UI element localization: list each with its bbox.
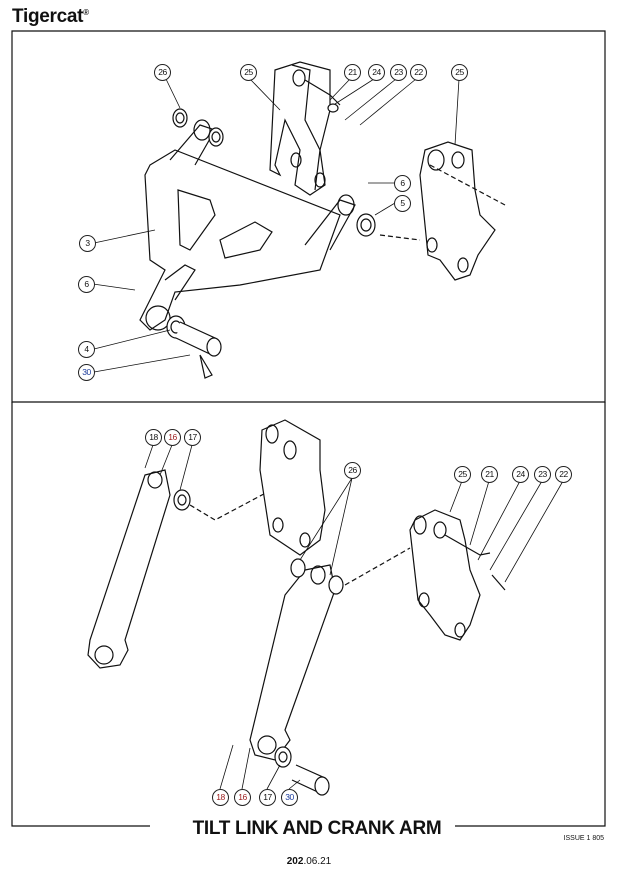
callout-18-lower: 18 [212,789,229,806]
callout-30-lower: 30 [281,789,298,806]
leader-lines [92,78,564,790]
callout-21-bottom: 21 [481,466,498,483]
bushing-part-17-bottom [274,746,292,768]
callout-30: 30 [78,364,95,381]
bushing-part-26 [172,108,188,128]
tilt-link-part-25-right [379,141,506,281]
page-number: 202.06.21 [0,856,618,867]
brand-name: Tigercat [12,6,84,27]
bottom-panel-frame [11,402,606,827]
tilt-link-part-16 [249,564,336,761]
tilt-link-part-25-bottom [344,509,506,641]
callout-25: 25 [240,64,257,81]
callout-25-bottom: 25 [454,466,471,483]
callout-18: 18 [145,429,162,446]
bushing-part-26-bottom [290,558,344,595]
callout-16: 16 [164,429,181,446]
brand-logo: Tigercat® [12,6,89,28]
callout-23-bottom: 23 [534,466,551,483]
registered-mark: ® [83,8,89,17]
callout-25-right: 25 [451,64,468,81]
callout-21: 21 [344,64,361,81]
page-number-rest: .06.21 [303,856,332,867]
callout-6: 6 [394,175,411,192]
bushing-part-5 [356,213,376,237]
callout-3: 3 [79,235,96,252]
callout-17: 17 [184,429,201,446]
crank-arm-part-3 [139,119,356,331]
tilt-link-part-mid [259,419,326,556]
callout-26-bottom: 26 [344,462,361,479]
callout-23: 23 [390,64,407,81]
assembly-line [189,479,291,521]
pin-part-30-bottom [291,764,330,796]
bushing-part-26b [208,127,224,147]
callout-16-lower: 16 [234,789,251,806]
callout-4: 4 [78,341,95,358]
callout-17-lower: 17 [259,789,276,806]
tilt-link-part-25 [269,61,341,196]
pin-part-30 [175,321,222,379]
callout-26: 26 [154,64,171,81]
callout-24: 24 [368,64,385,81]
callout-22: 22 [410,64,427,81]
callout-5: 5 [394,195,411,212]
callout-22-bottom: 22 [555,466,572,483]
tilt-link-part-left [87,469,171,669]
bushing-part-17 [173,489,191,511]
callout-24-bottom: 24 [512,466,529,483]
callout-6-left: 6 [78,276,95,293]
page-number-section: 202 [286,856,304,867]
issue-label: ISSUE 1 805 [563,835,604,842]
